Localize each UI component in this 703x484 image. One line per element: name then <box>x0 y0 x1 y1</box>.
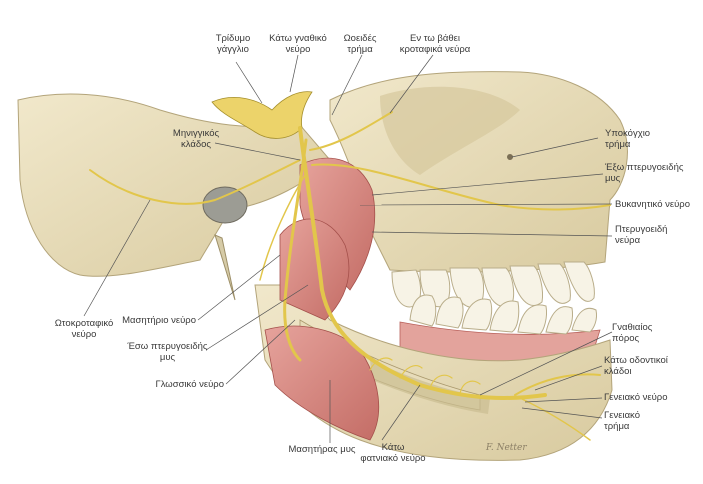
styloid-process <box>214 234 236 301</box>
label-inferior-dental-branches: Κάτω οδοντικοί κλάδοι <box>604 355 668 377</box>
label-pterygoid-nerves: Πτερυγοειδή νεύρα <box>615 224 668 246</box>
label-buccal-nerve: Βυκανητικό νεύρο <box>615 199 690 210</box>
lower-teeth <box>409 294 597 335</box>
label-masseter-muscle: Μασητήρας μυς <box>288 444 356 455</box>
label-mental-foramen: Γενειακό τρήμα <box>604 410 640 432</box>
temporal-bone <box>17 93 331 277</box>
label-inferior-alveolar-nerve: Κάτω φατνιακό νεύρο <box>360 442 426 464</box>
label-mandibular-canal: Γναθιαίος πόρος <box>612 322 653 344</box>
label-medial-pterygoid-muscle: Έσω πτερυγοειδής μυς <box>127 341 208 363</box>
label-meningeal-branch: Μηνιγγικός κλάδος <box>172 128 220 150</box>
label-foramen-ovale: Ωοειδές τρήμα <box>343 33 377 55</box>
ear-canal <box>202 186 248 224</box>
label-deep-temporal-nerves: Εν τω βάθει κροταφικά νεύρα <box>399 33 471 55</box>
nerves <box>89 111 611 441</box>
label-auriculotemporal-nerve: Ωτοκροταφικό νεύρο <box>54 318 114 340</box>
trigeminal-ganglion <box>211 91 313 139</box>
label-mental-nerve: Γενειακό νεύρο <box>604 392 668 403</box>
label-lingual-nerve: Γλωσσικό νεύρο <box>155 379 224 390</box>
masseter <box>264 325 380 441</box>
leader-lines <box>83 54 613 443</box>
label-masseteric-nerve: Μασητήριο νεύρο <box>122 315 196 326</box>
upper-teeth <box>391 261 595 308</box>
label-trigeminal-ganglion: Τρίδυμο γάγγλιο <box>215 33 251 55</box>
label-infraorbital-foramen: Υποκόγχιο τρήμα <box>605 128 651 150</box>
infraorbital-foramen-mark <box>507 154 513 160</box>
label-lateral-pterygoid-muscle: Έξω πτερυγοειδής μυς <box>605 162 684 184</box>
orbit <box>380 86 520 175</box>
medial-pterygoid <box>279 218 350 321</box>
signature: F. Netter <box>485 443 527 453</box>
label-mandibular-nerve: Κάτω γναθικό νεύρο <box>269 33 327 55</box>
